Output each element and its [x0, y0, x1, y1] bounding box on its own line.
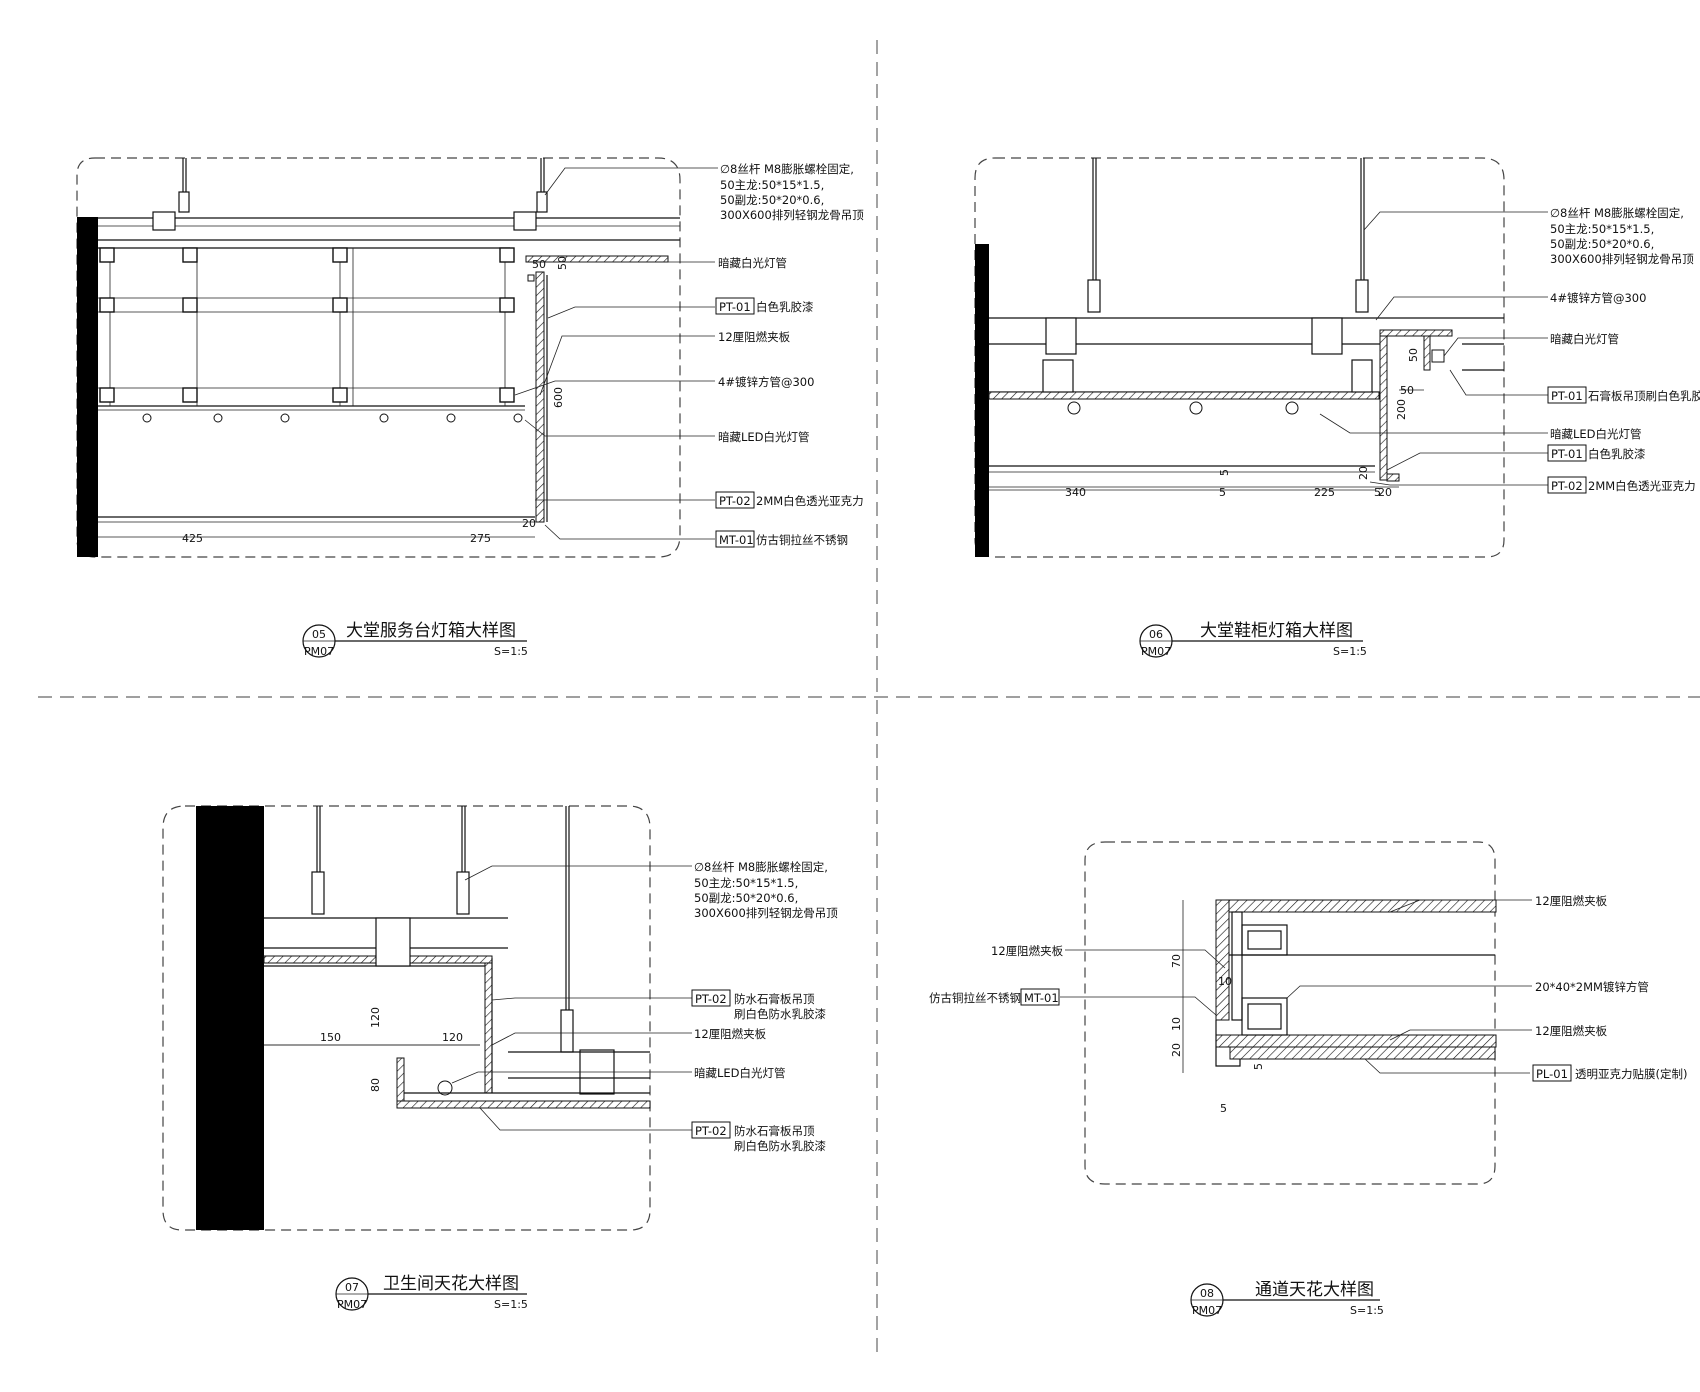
- d05-label-square-tube: 4#镀锌方管@300: [718, 375, 814, 389]
- d06-label-pt01b: 白色乳胶漆: [1588, 447, 1646, 461]
- d07-hanger-line3: 50副龙:50*20*0.6,: [694, 891, 798, 905]
- d05-label-light-tube: 暗藏白光灯管: [718, 256, 787, 270]
- d06-hanger-line4: 300X600排列轻钢龙骨吊顶: [1550, 252, 1694, 266]
- d07-sheet-ref: PM07: [337, 1298, 367, 1311]
- dim-80: 80: [369, 1078, 382, 1092]
- d06-tag-pt01a: PT-01: [1551, 389, 1583, 403]
- dim-5a: 5: [1219, 486, 1226, 499]
- dim-225: 225: [1314, 486, 1335, 499]
- d07-hanger-line4: 300X600排列轻钢龙骨吊顶: [694, 906, 838, 920]
- d07-scale: S=1:5: [494, 1298, 528, 1311]
- wall-section: [77, 217, 98, 557]
- dim-5e: 5: [1220, 1102, 1227, 1115]
- d05-label-led: 暗藏LED白光灯管: [718, 430, 810, 444]
- detail-05: 425 275 600 50 50 20 ∅8丝杆 M8膨胀螺栓固定, 50主龙…: [76, 157, 864, 658]
- dim-5c: 5: [1374, 486, 1381, 499]
- d05-label-pt02: 2MM白色透光亚克力: [756, 494, 864, 508]
- d06-label-square-tube: 4#镀锌方管@300: [1550, 291, 1646, 305]
- d08-scale: S=1:5: [1350, 1304, 1384, 1317]
- d07-hanger-line2: 50主龙:50*15*1.5,: [694, 876, 798, 890]
- d06-tag-pt01b: PT-01: [1551, 447, 1583, 461]
- d06-title: 大堂鞋柜灯箱大样图: [1200, 621, 1353, 641]
- d06-tag-pt02: PT-02: [1551, 479, 1583, 493]
- detail-06: 340 5 225 50 50 200 20 20 5 5 ∅8丝杆 M8膨胀螺…: [974, 157, 1700, 658]
- d06-hanger-line3: 50副龙:50*20*0.6,: [1550, 237, 1654, 251]
- d05-tag-pt01: PT-01: [719, 300, 751, 314]
- dim-120b: 120: [369, 1007, 382, 1028]
- d08-sheet-ref: PM07: [1192, 1304, 1222, 1317]
- dim-10b: 10: [1170, 1017, 1183, 1031]
- d06-scale: S=1:5: [1333, 645, 1367, 658]
- dim-150: 150: [320, 1031, 341, 1044]
- d08-label-plywood-left: 12厘阻燃夹板: [991, 944, 1064, 958]
- d06-detail-num: 06: [1149, 628, 1163, 641]
- d08-label-tube: 20*40*2MM镀锌方管: [1535, 980, 1649, 994]
- d07-label-pt02b-2: 刷白色防水乳胶漆: [734, 1139, 826, 1153]
- dim-340: 340: [1065, 486, 1086, 499]
- d05-title: 大堂服务台灯箱大样图: [346, 621, 516, 641]
- dim-20a: 20: [1357, 466, 1370, 480]
- d07-label-led: 暗藏LED白光灯管: [694, 1066, 786, 1080]
- d05-hanger-line1: ∅8丝杆 M8膨胀螺栓固定,: [720, 162, 854, 176]
- dim-600: 600: [552, 387, 565, 408]
- detail-07: 150 120 120 80 ∅8丝杆 M8膨胀螺栓固定, 50主龙:50*15…: [162, 805, 838, 1311]
- d08-label-mt01: 仿古铜拉丝不锈钢: [929, 991, 1021, 1005]
- d07-label-pt02a-2: 刷白色防水乳胶漆: [734, 1007, 826, 1021]
- dim-120a: 120: [442, 1031, 463, 1044]
- dim-200: 200: [1395, 399, 1408, 420]
- dim-5b: 5: [1218, 469, 1231, 476]
- dim-50c: 50: [1407, 348, 1420, 362]
- wall-section: [196, 806, 264, 1230]
- d08-detail-num: 08: [1200, 1287, 1214, 1300]
- dim-20c: 20: [1170, 1043, 1183, 1057]
- wall-section: [975, 244, 989, 557]
- d05-sheet-ref: PM07: [304, 645, 334, 658]
- dim-5d: 5: [1252, 1063, 1265, 1070]
- d05-tag-pt02: PT-02: [719, 494, 751, 508]
- dim-70: 70: [1170, 954, 1183, 968]
- d08-title: 通道天花大样图: [1255, 1280, 1374, 1300]
- d08-tag-mt01: MT-01: [1024, 991, 1059, 1005]
- d08-label-pl01: 透明亚克力贴膜(定制): [1575, 1067, 1687, 1081]
- d06-hanger-line2: 50主龙:50*15*1.5,: [1550, 222, 1654, 236]
- detail-08: 70 10 10 20 5 5 12厘阻燃夹板 20*40*2MM镀锌方管 12…: [929, 841, 1687, 1317]
- d07-label-pt02a-1: 防水石膏板吊顶: [734, 992, 815, 1006]
- dim-50b: 50: [556, 256, 569, 270]
- d06-label-light-tube: 暗藏白光灯管: [1550, 332, 1619, 346]
- d07-tag-pt02a: PT-02: [695, 992, 727, 1006]
- dim-425: 425: [182, 532, 203, 545]
- d08-label-plywood-top: 12厘阻燃夹板: [1535, 894, 1608, 908]
- d07-title: 卫生间天花大样图: [383, 1274, 519, 1294]
- d06-hanger-line1: ∅8丝杆 M8膨胀螺栓固定,: [1550, 206, 1684, 220]
- d06-sheet-ref: PM07: [1141, 645, 1171, 658]
- d05-hanger-line3: 50副龙:50*20*0.6,: [720, 193, 824, 207]
- d08-tag-pl01: PL-01: [1536, 1067, 1568, 1081]
- d07-hanger-line1: ∅8丝杆 M8膨胀螺栓固定,: [694, 860, 828, 874]
- d05-hanger-line2: 50主龙:50*15*1.5,: [720, 178, 824, 192]
- d06-label-pt02: 2MM白色透光亚克力: [1588, 479, 1696, 493]
- d05-label-pt01: 白色乳胶漆: [756, 300, 814, 314]
- d06-label-led: 暗藏LED白光灯管: [1550, 427, 1642, 441]
- d06-label-pt01a: 石膏板吊顶刷白色乳胶漆: [1588, 389, 1700, 403]
- d08-label-plywood-bottom: 12厘阻燃夹板: [1535, 1024, 1608, 1038]
- d05-detail-num: 05: [312, 628, 326, 641]
- dim-20b: 20: [1378, 486, 1392, 499]
- dim-50d: 50: [1400, 384, 1414, 397]
- dim-10a: 10: [1218, 975, 1232, 988]
- d07-label-plywood: 12厘阻燃夹板: [694, 1027, 767, 1041]
- d05-tag-mt01: MT-01: [719, 533, 754, 547]
- dim-50a: 50: [532, 258, 546, 271]
- d05-hanger-line4: 300X600排列轻钢龙骨吊顶: [720, 208, 864, 222]
- dim-275: 275: [470, 532, 491, 545]
- dim-20: 20: [522, 517, 536, 530]
- d05-label-mt01: 仿古铜拉丝不锈钢: [756, 533, 848, 547]
- d07-tag-pt02b: PT-02: [695, 1124, 727, 1138]
- d05-label-plywood: 12厘阻燃夹板: [718, 330, 791, 344]
- d07-label-pt02b-1: 防水石膏板吊顶: [734, 1124, 815, 1138]
- d07-detail-num: 07: [345, 1281, 359, 1294]
- d05-scale: S=1:5: [494, 645, 528, 658]
